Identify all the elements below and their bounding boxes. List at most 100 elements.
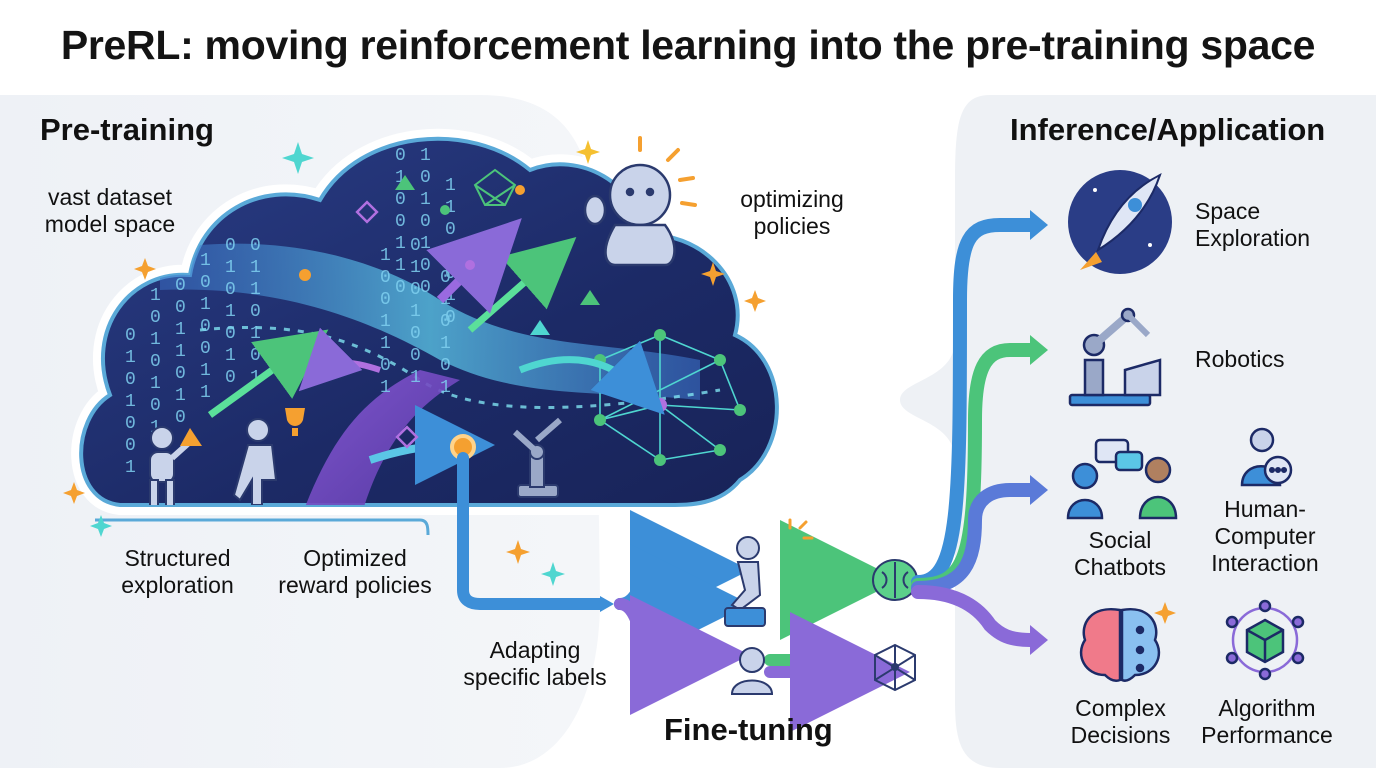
sparkle-icons	[63, 140, 1176, 624]
binary-digit: 1	[420, 234, 431, 254]
binary-digit: 1	[150, 330, 161, 350]
pretraining-heading: Pre-training	[40, 112, 214, 147]
glow-arrow	[368, 405, 495, 486]
application-branches	[911, 218, 1037, 647]
binary-digit: 1	[380, 312, 391, 332]
binary-digit: 0	[225, 280, 236, 300]
binary-digit: 0	[420, 168, 431, 188]
binary-digit: 1	[150, 286, 161, 306]
binary-digit: 1	[250, 258, 261, 278]
binary-digit: 1	[440, 334, 451, 354]
binary-digit: 1	[200, 295, 211, 315]
binary-digit: 0	[445, 220, 456, 240]
binary-digit: 0	[225, 324, 236, 344]
binary-digit: 0	[395, 190, 406, 210]
page-title: PreRL: moving reinforcement learning int…	[60, 22, 1316, 68]
pipe-to-finetune	[457, 452, 606, 610]
binary-digit: 1	[380, 246, 391, 266]
binary-digit: 0	[125, 436, 136, 456]
hci-icon	[1240, 427, 1293, 487]
algorithm-cube-icon	[1225, 599, 1305, 681]
binary-digit: 1	[175, 386, 186, 406]
chatbots-icon	[1066, 438, 1178, 520]
binary-digit: 0	[440, 312, 451, 332]
binary-digit: 1	[200, 251, 211, 271]
binary-digit: 0	[250, 236, 261, 256]
purple-up-arrow	[426, 218, 522, 314]
binary-digit: 0	[125, 414, 136, 434]
binary-digit: 1	[200, 383, 211, 403]
binary-digit: 0	[420, 212, 431, 232]
small-network-icon	[473, 168, 517, 206]
binary-digit: 0	[200, 339, 211, 359]
binary-digit: 1	[125, 348, 136, 368]
binary-digit: 1	[410, 368, 421, 388]
binary-digit: 1	[125, 458, 136, 478]
trophy-figure	[232, 418, 278, 505]
triangle-icon	[180, 428, 202, 446]
inference-panel-bg	[900, 95, 1376, 768]
cloud-underline	[95, 518, 430, 536]
finetune-branches	[614, 510, 910, 732]
binary-digit: 1	[380, 378, 391, 398]
network-icon	[874, 643, 916, 692]
binary-digit: 0	[380, 268, 391, 288]
binary-digit: 1	[445, 176, 456, 196]
thinking-figure	[583, 163, 676, 267]
binary-digit: 0	[125, 326, 136, 346]
cyan-arrow	[518, 340, 665, 415]
binary-digit: 1	[395, 256, 406, 276]
brain-icon	[872, 559, 918, 601]
binary-digit: 0	[200, 273, 211, 293]
binary-digit: 1	[395, 168, 406, 188]
binary-digit: 0	[440, 356, 451, 376]
binary-digit: 1	[125, 392, 136, 412]
binary-digit: 1	[440, 246, 451, 266]
binary-digit: 1	[440, 378, 451, 398]
binary-digit: 1	[175, 342, 186, 362]
binary-digit: 1	[420, 190, 431, 210]
binary-digit: 0	[410, 280, 421, 300]
binary-digit: 0	[150, 352, 161, 372]
binary-digit: 0	[225, 368, 236, 388]
learner-figure	[730, 647, 774, 695]
binary-digit: 0	[395, 146, 406, 166]
binary-digit: 0	[395, 278, 406, 298]
robot-arm-app-icon	[1068, 307, 1162, 407]
binary-digit: 1	[420, 146, 431, 166]
binary-digit: 0	[395, 212, 406, 232]
worker-figure	[724, 536, 766, 627]
binary-digit: 0	[380, 356, 391, 376]
binary-digit: 0	[125, 370, 136, 390]
binary-digit: 0	[380, 290, 391, 310]
binary-digit: 0	[175, 364, 186, 384]
binary-digit: 1	[225, 258, 236, 278]
rocket-icon	[1068, 170, 1172, 274]
binary-digit: 1	[395, 234, 406, 254]
app-label-robotics: Robotics	[1195, 346, 1285, 372]
binary-digit: 0	[410, 346, 421, 366]
binary-digit: 1	[410, 258, 421, 278]
binary-digit: 0	[175, 408, 186, 428]
binary-digit: 1	[225, 302, 236, 322]
binary-digit: 1	[200, 361, 211, 381]
binary-digit: 1	[250, 324, 261, 344]
robot-arm-icon	[512, 417, 562, 498]
binary-digit: 0	[250, 346, 261, 366]
exploration-arrow	[207, 329, 329, 418]
binary-digit: 1	[175, 320, 186, 340]
binary-digit: 0	[445, 308, 456, 328]
binary-digit: 1	[150, 374, 161, 394]
binary-digit: 0	[410, 324, 421, 344]
idea-rays	[638, 136, 697, 207]
